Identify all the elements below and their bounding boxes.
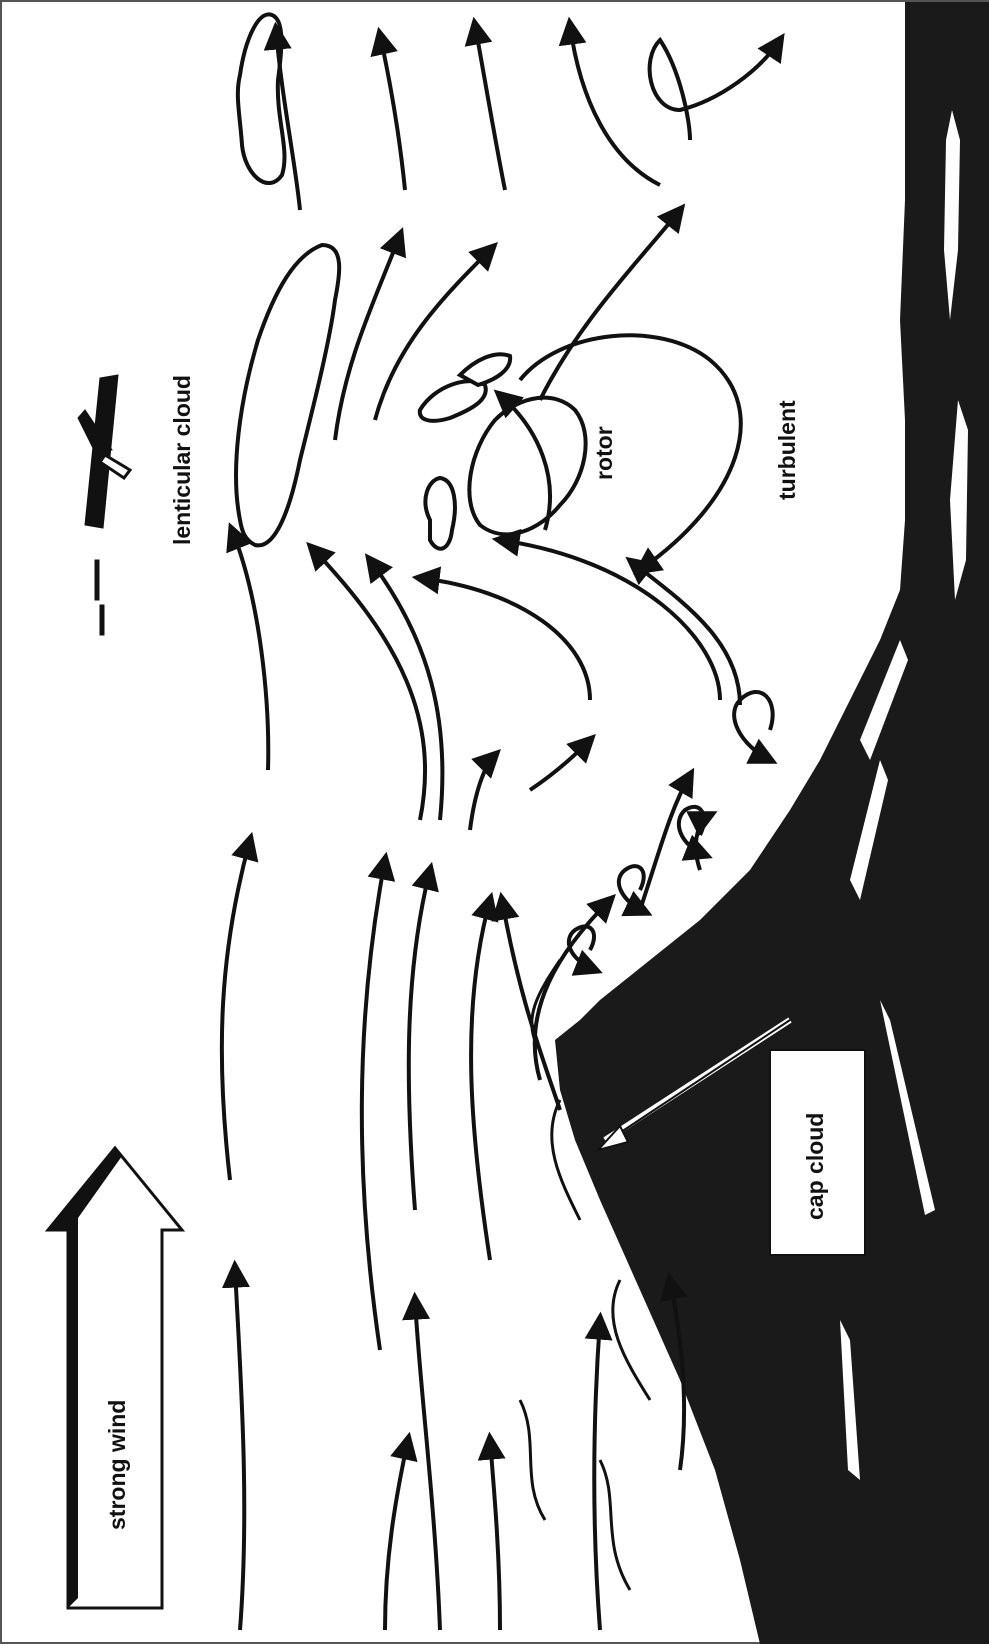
cap-cloud-label: cap cloud — [802, 1113, 828, 1220]
rotor-label: rotor — [591, 426, 617, 480]
turbulent-label: turbulent — [774, 400, 800, 500]
strong-wind-label: strong wind — [104, 1400, 130, 1530]
strong-wind-arrow — [48, 1148, 182, 1608]
lenticular-cloud-label: lenticular cloud — [169, 375, 195, 545]
